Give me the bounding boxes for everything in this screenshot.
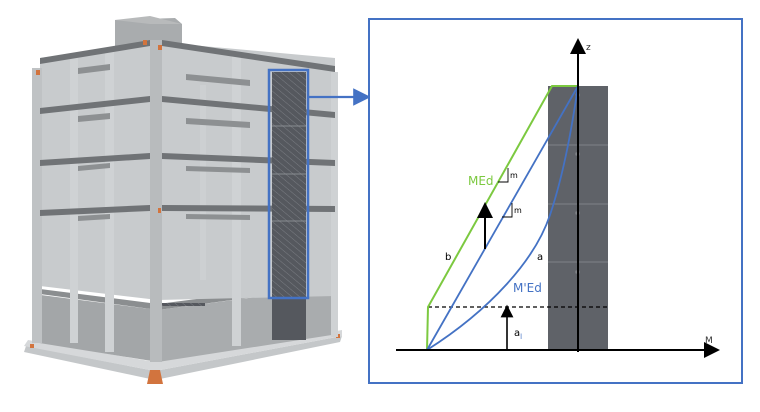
z-axis-label: z bbox=[586, 43, 591, 53]
curve-linear bbox=[426, 85, 579, 351]
label-a: a bbox=[537, 252, 543, 263]
slope-triangle-2 bbox=[502, 203, 513, 218]
footing-marker bbox=[147, 370, 163, 384]
label-MEd: MEd bbox=[468, 174, 494, 188]
curve-MEd bbox=[426, 85, 578, 351]
moment-diagram: z M MEd m m b a M'Ed al bbox=[368, 18, 743, 384]
label-m-2: m bbox=[514, 206, 522, 215]
slope-triangle-1 bbox=[498, 168, 509, 183]
label-al: al bbox=[514, 328, 522, 341]
building-model bbox=[24, 16, 342, 384]
m-axis-label: M bbox=[705, 336, 713, 346]
wall-highlight-box bbox=[267, 68, 310, 300]
label-MprimeEd: M'Ed bbox=[513, 281, 542, 295]
curve-MprimeEd bbox=[426, 85, 579, 351]
shear-wall bbox=[272, 72, 306, 297]
label-b: b bbox=[445, 252, 451, 263]
label-m-1: m bbox=[510, 171, 518, 180]
